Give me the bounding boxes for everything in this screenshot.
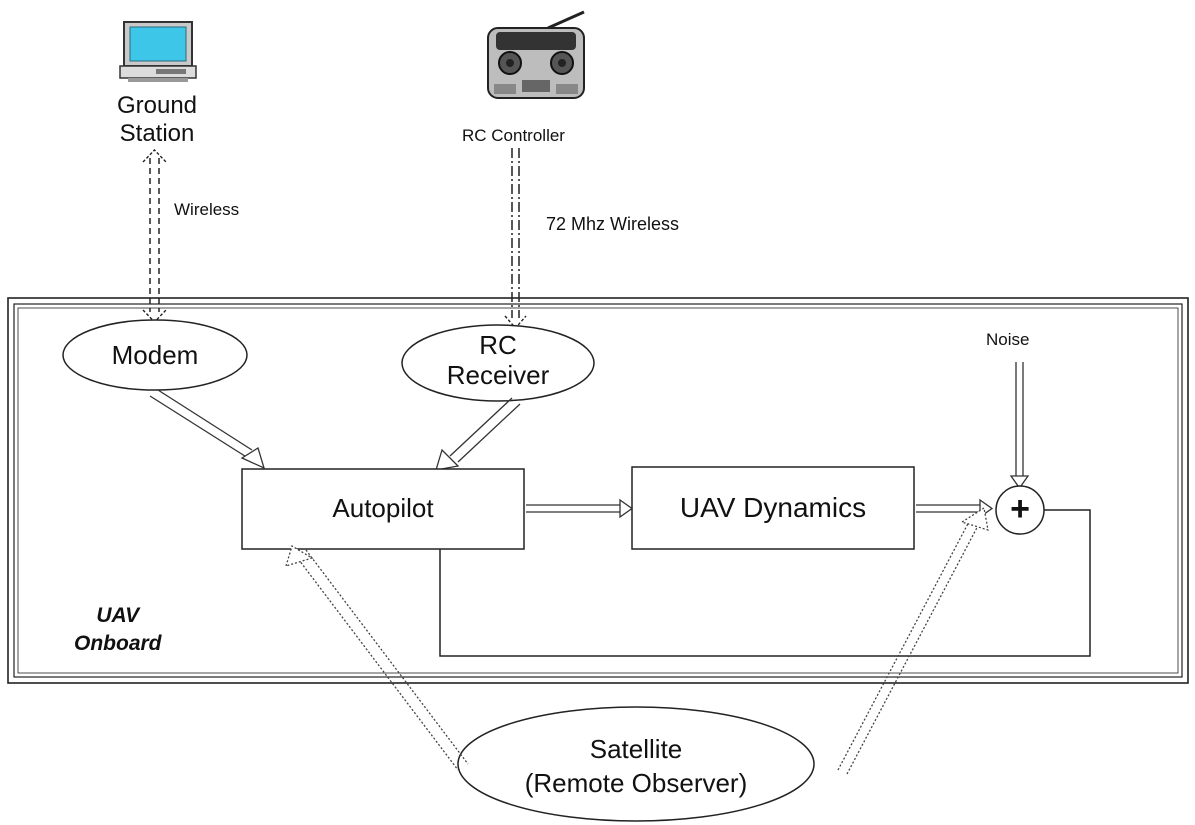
satellite-line2: (Remote Observer): [524, 768, 748, 798]
modem-node: [62, 319, 248, 391]
autopilot-block: [241, 468, 525, 550]
rc-controller-label: RC Controller: [462, 126, 565, 145]
satellite-label: Satellite (Remote Observer): [458, 732, 814, 800]
uav-onboard-line1: UAV: [96, 604, 140, 627]
noise-label: Noise: [986, 330, 1030, 349]
uav-onboard-boundary: [7, 297, 1189, 684]
ground-station-line2: Station: [119, 120, 195, 147]
rc-wireless-link: [511, 148, 520, 318]
wireless-label: Wireless: [174, 200, 240, 219]
feedback-loop-line: [439, 509, 1091, 657]
uav-onboard-line2: Onboard: [74, 632, 162, 655]
ground-link-arrowhead-up: [142, 148, 167, 163]
noise-sum-arrow: [1009, 362, 1030, 490]
autopilot-dynamics-arrow: [526, 498, 634, 519]
autopilot-label: Autopilot: [332, 493, 434, 523]
ground-station-line1: Ground: [116, 92, 198, 119]
computer-icon: [119, 21, 197, 82]
remote-controller-icon: [487, 10, 585, 99]
uav-dynamics-label: UAV Dynamics: [679, 492, 867, 523]
ground-station-label: Ground Station: [92, 92, 222, 148]
satellite-sum-link: [837, 506, 989, 775]
satellite-line1: Satellite: [589, 734, 683, 764]
modem-autopilot-arrow: [149, 389, 266, 470]
rc-receiver-line1: RC: [479, 330, 517, 360]
uav-onboard-label: UAV Onboard: [74, 602, 162, 658]
rc-wireless-label: 72 Mhz Wireless: [546, 214, 680, 234]
rc-receiver-node: [401, 324, 595, 402]
ground-modem-wireless-link: [149, 158, 160, 312]
sum-symbol: +: [1010, 490, 1030, 528]
rc-receiver-autopilot-arrow: [435, 397, 521, 471]
satellite-autopilot-link: [285, 545, 469, 771]
uav-dynamics-block: [631, 466, 915, 550]
satellite-node: [457, 706, 815, 822]
modem-label: Modem: [111, 340, 199, 370]
rc-receiver-label: RC Receiver: [410, 330, 586, 390]
rc-receiver-line2: Receiver: [446, 360, 550, 390]
